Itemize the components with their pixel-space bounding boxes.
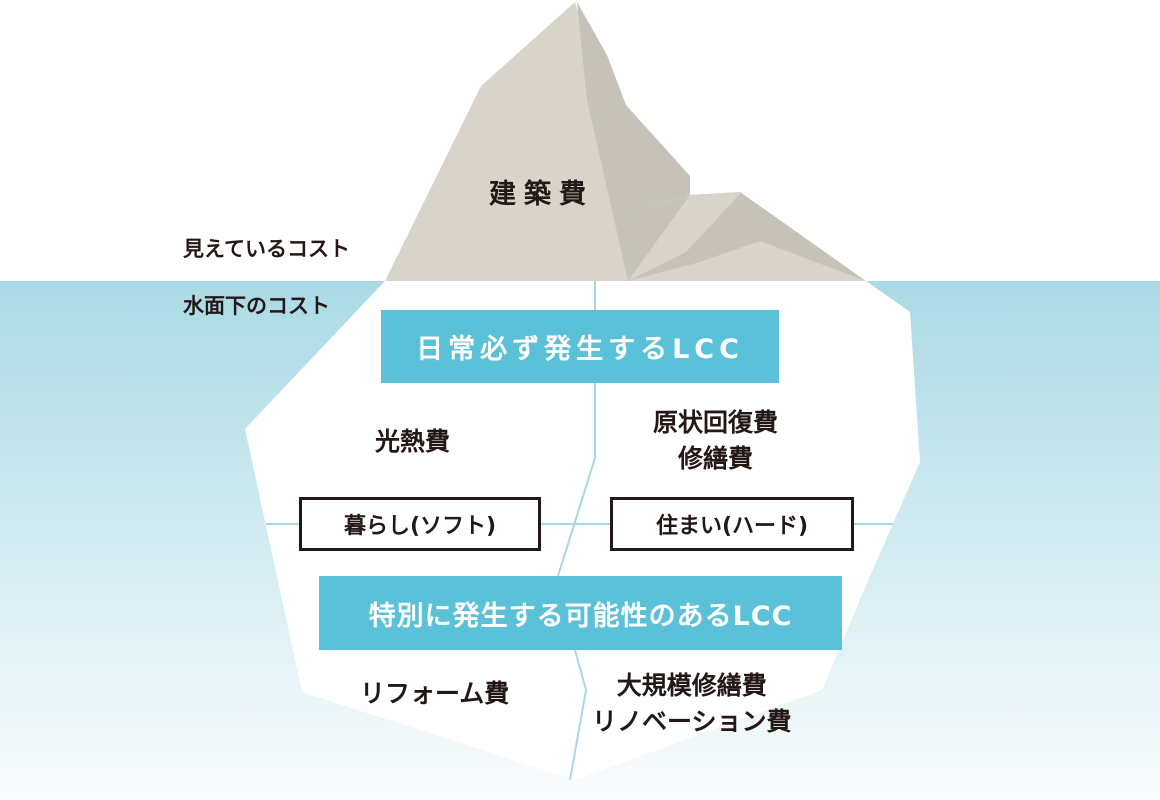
utility-cost-item: 光熱費: [375, 427, 451, 456]
major-repair-cost-item: 大規模修繕費: [616, 671, 767, 700]
restoration-cost-item: 原状回復費: [653, 408, 779, 437]
repair-cost-item: 修繕費: [678, 444, 754, 473]
housing-hard-box: 住まい(ハード): [610, 497, 854, 551]
renovation-cost-item: リノベーション費: [592, 707, 792, 736]
iceberg-underwater-body: [245, 281, 920, 780]
iceberg-peak-shadow: [577, 2, 690, 281]
daily-lcc-banner: 日常必ず発生するLCC: [381, 310, 779, 383]
visible-cost-label: 見えているコスト: [183, 237, 350, 261]
restoration-repair-items: 原状回復費 修繕費: [653, 405, 778, 477]
major-repair-renovation-items: 大規模修繕費 リノベーション費: [592, 668, 792, 740]
reform-cost-item: リフォーム費: [360, 679, 510, 708]
construction-cost-label: 建築費: [489, 179, 594, 210]
iceberg-peak-main: [385, 2, 637, 281]
lifestyle-soft-box: 暮らし(ソフト): [299, 497, 541, 551]
underwater-cost-label: 水面下のコスト: [183, 294, 330, 318]
special-lcc-banner: 特別に発生する可能性のあるLCC: [319, 576, 842, 650]
iceberg-small-peak: [628, 192, 742, 281]
divider-lines: [266, 281, 893, 781]
